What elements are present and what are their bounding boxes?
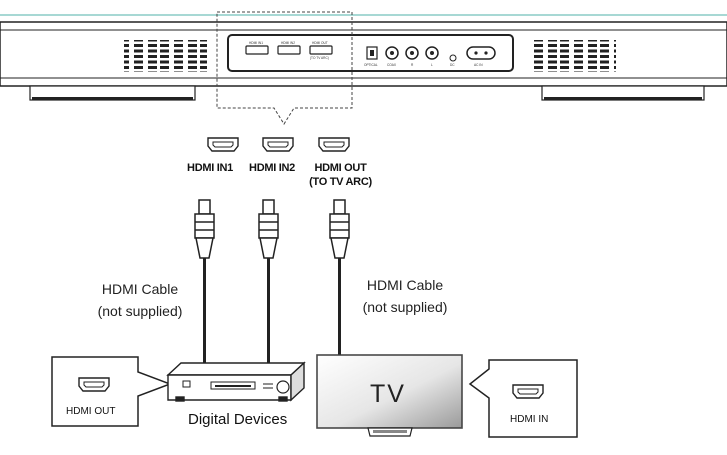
panel-label-in2: HDMI IN2	[281, 41, 295, 45]
ac-in-port	[467, 47, 495, 59]
hdmi-in-callout	[470, 360, 577, 437]
panel-hdmi-ports	[246, 46, 332, 54]
hdmi-out-callout-port-icon	[79, 378, 109, 391]
right-vent	[533, 40, 616, 72]
cable-2	[259, 200, 278, 365]
cable-right-note: (not supplied)	[350, 296, 460, 318]
dc-port	[450, 55, 456, 61]
soundbar: HDMI IN1 HDMI IN2 HDMI OUT (TO TV ARC) O…	[0, 22, 727, 100]
tv: TV	[317, 355, 462, 436]
hdmi-out-label: HDMI OUT	[303, 162, 378, 174]
cable-3	[330, 200, 349, 355]
panel-label-acin: AC IN	[474, 63, 483, 67]
hdmi-in1-label: HDMI IN1	[180, 162, 240, 174]
panel-label-coax: COAX	[387, 63, 397, 67]
hdmi-in-callout-port-icon	[513, 385, 543, 398]
hdmi-out-port-icon	[319, 138, 349, 151]
digital-devices-label: Digital Devices	[188, 411, 287, 428]
cable-right-label: HDMI Cable	[350, 274, 460, 296]
panel-label-dc: DC	[450, 63, 455, 67]
cable-left-note: (not supplied)	[85, 300, 195, 322]
tv-label: TV	[370, 380, 406, 408]
hdmi-in1-port-icon	[208, 138, 238, 151]
cable-left-label: HDMI Cable	[85, 278, 195, 300]
panel-label-arc: (TO TV ARC)	[310, 56, 329, 60]
hdmi-in-callout-label: HDMI IN	[510, 414, 548, 425]
digital-device	[168, 363, 304, 401]
panel-label-in1: HDMI IN1	[249, 41, 263, 45]
hdmi-port-icons	[208, 138, 349, 151]
panel-label-out: HDMI OUT	[312, 41, 328, 45]
hdmi-in2-port-icon	[263, 138, 293, 151]
left-vent	[124, 40, 207, 72]
cable-1	[195, 200, 214, 365]
panel-label-l: L	[431, 63, 433, 67]
tv-arc-label: (TO TV ARC)	[298, 176, 383, 188]
panel-label-optical: OPTICAL	[364, 63, 378, 67]
hdmi-in2-label: HDMI IN2	[242, 162, 302, 174]
hdmi-out-callout-label: HDMI OUT	[66, 406, 115, 417]
